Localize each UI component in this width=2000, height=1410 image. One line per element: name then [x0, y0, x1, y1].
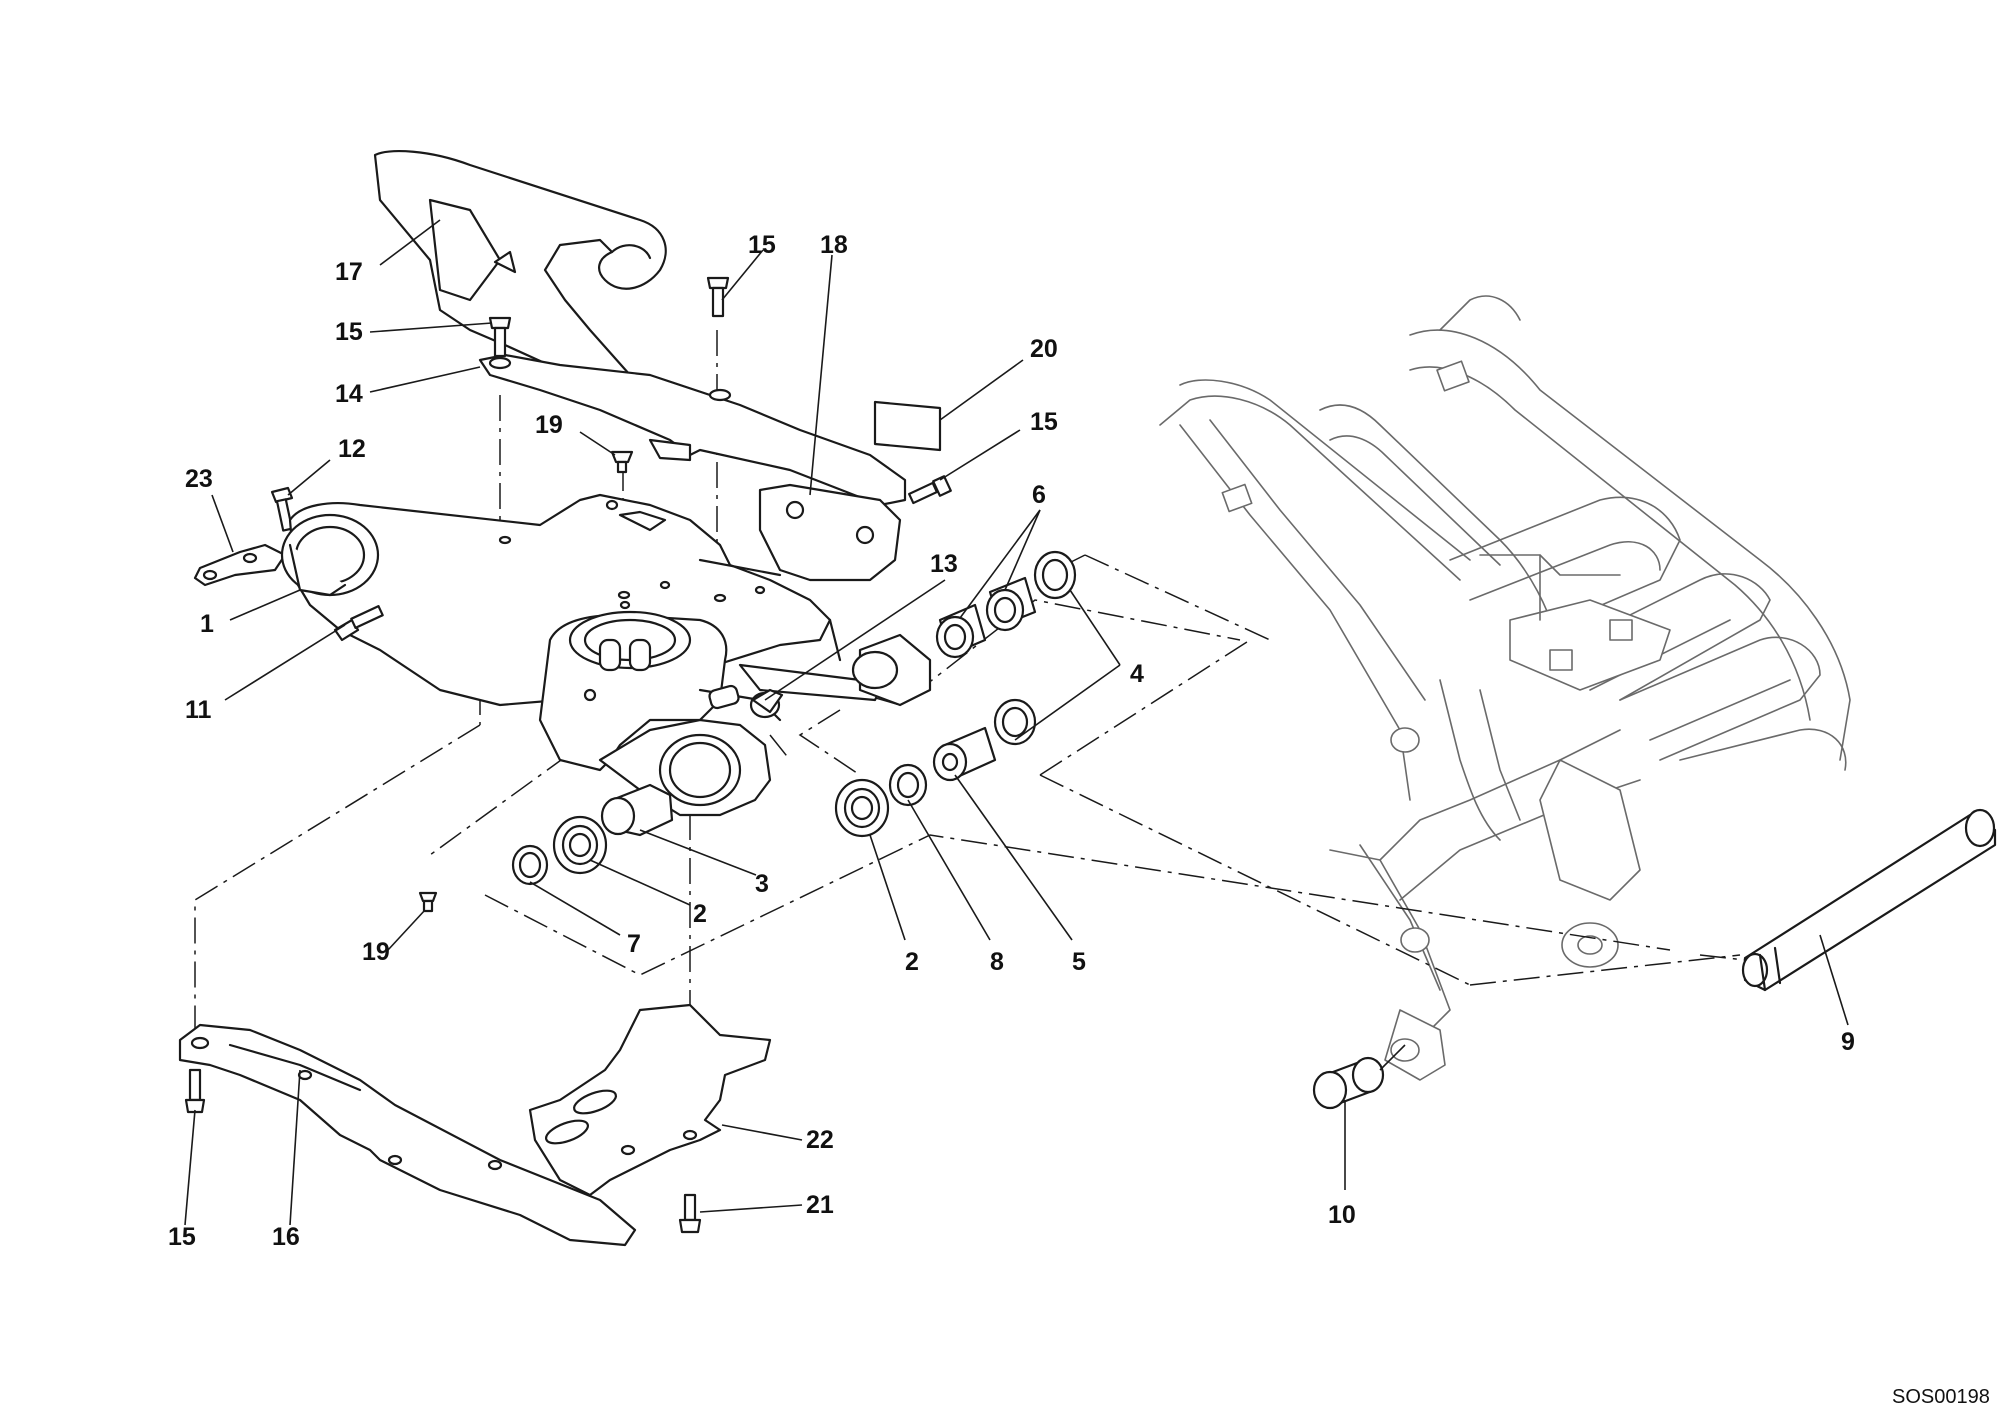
clip-23: [193, 543, 287, 587]
screw-15-lower: [184, 1068, 206, 1114]
sleeve-3: [600, 783, 674, 837]
screw-15-left: [488, 316, 512, 358]
callout-10: 10: [1328, 1201, 1356, 1229]
screw-21: [678, 1193, 702, 1234]
seal-ring-upper: [1033, 550, 1077, 600]
bearing-6-left: [935, 603, 987, 659]
spacer-10: [1312, 1056, 1385, 1110]
callout-3: 3: [755, 870, 769, 898]
screw-19-top: [610, 450, 634, 474]
callout-15: 15: [748, 231, 776, 259]
screw-15-side: [908, 475, 952, 505]
callout-18: 18: [820, 231, 848, 259]
drawing-code: SOS00198: [1892, 1386, 1990, 1408]
screw-19-lower: [418, 891, 438, 913]
callout-17: 17: [335, 258, 363, 286]
bearing-2-right: [834, 778, 890, 838]
callout-15: 15: [335, 318, 363, 346]
screw-12: [270, 486, 294, 532]
callout-4: 4: [1130, 660, 1144, 688]
guard-plate-22: [528, 1003, 772, 1197]
screw-11: [333, 605, 384, 642]
sleeve-upper: [851, 633, 932, 707]
pivot-pin-9: [1741, 808, 1997, 992]
seal-ring-lower-4: [993, 698, 1037, 746]
bearing-2-left: [552, 815, 608, 875]
callout-13: 13: [930, 550, 958, 578]
sleeve-lower-5: [932, 726, 997, 782]
callout-1: 1: [200, 610, 214, 638]
callout-15: 15: [168, 1223, 196, 1251]
decal-20: [873, 400, 942, 452]
bracket-14: [478, 353, 907, 507]
callout-23: 23: [185, 465, 213, 493]
screw-15-right: [706, 276, 730, 318]
callout-15: 15: [1030, 408, 1058, 436]
callout-8: 8: [990, 948, 1004, 976]
bushing-13: [749, 688, 784, 719]
callout-22: 22: [806, 1126, 834, 1154]
cover-plate-18: [758, 483, 902, 582]
callout-20: 20: [1030, 335, 1058, 363]
leader-lines: [184, 219, 1849, 1226]
chain-guard-17: [373, 150, 667, 397]
callout-5: 5: [1072, 948, 1086, 976]
bearing-8: [888, 763, 928, 807]
seal-ring-7: [511, 844, 549, 886]
callout-14: 14: [335, 380, 363, 408]
callout-labels: 17 15 18 15 20 14 15 19 12 23 6 1 13 4 1…: [168, 231, 1990, 1408]
callout-19: 19: [362, 938, 390, 966]
swingarm-1: [280, 493, 882, 817]
frame-assembly: [1159, 295, 1851, 1081]
callout-2: 2: [693, 900, 707, 928]
callout-2: 2: [905, 948, 919, 976]
callout-21: 21: [806, 1191, 834, 1219]
callout-9: 9: [1841, 1028, 1855, 1056]
assembly-centerlines: [194, 330, 1746, 1130]
chain-slider-16: [178, 1023, 637, 1247]
callout-19: 19: [535, 411, 563, 439]
callout-16: 16: [272, 1223, 300, 1251]
bearing-6-right: [985, 576, 1037, 632]
callout-6: 6: [1032, 481, 1046, 509]
callout-12: 12: [338, 435, 366, 463]
callout-11: 11: [185, 696, 212, 724]
callout-7: 7: [627, 930, 641, 958]
